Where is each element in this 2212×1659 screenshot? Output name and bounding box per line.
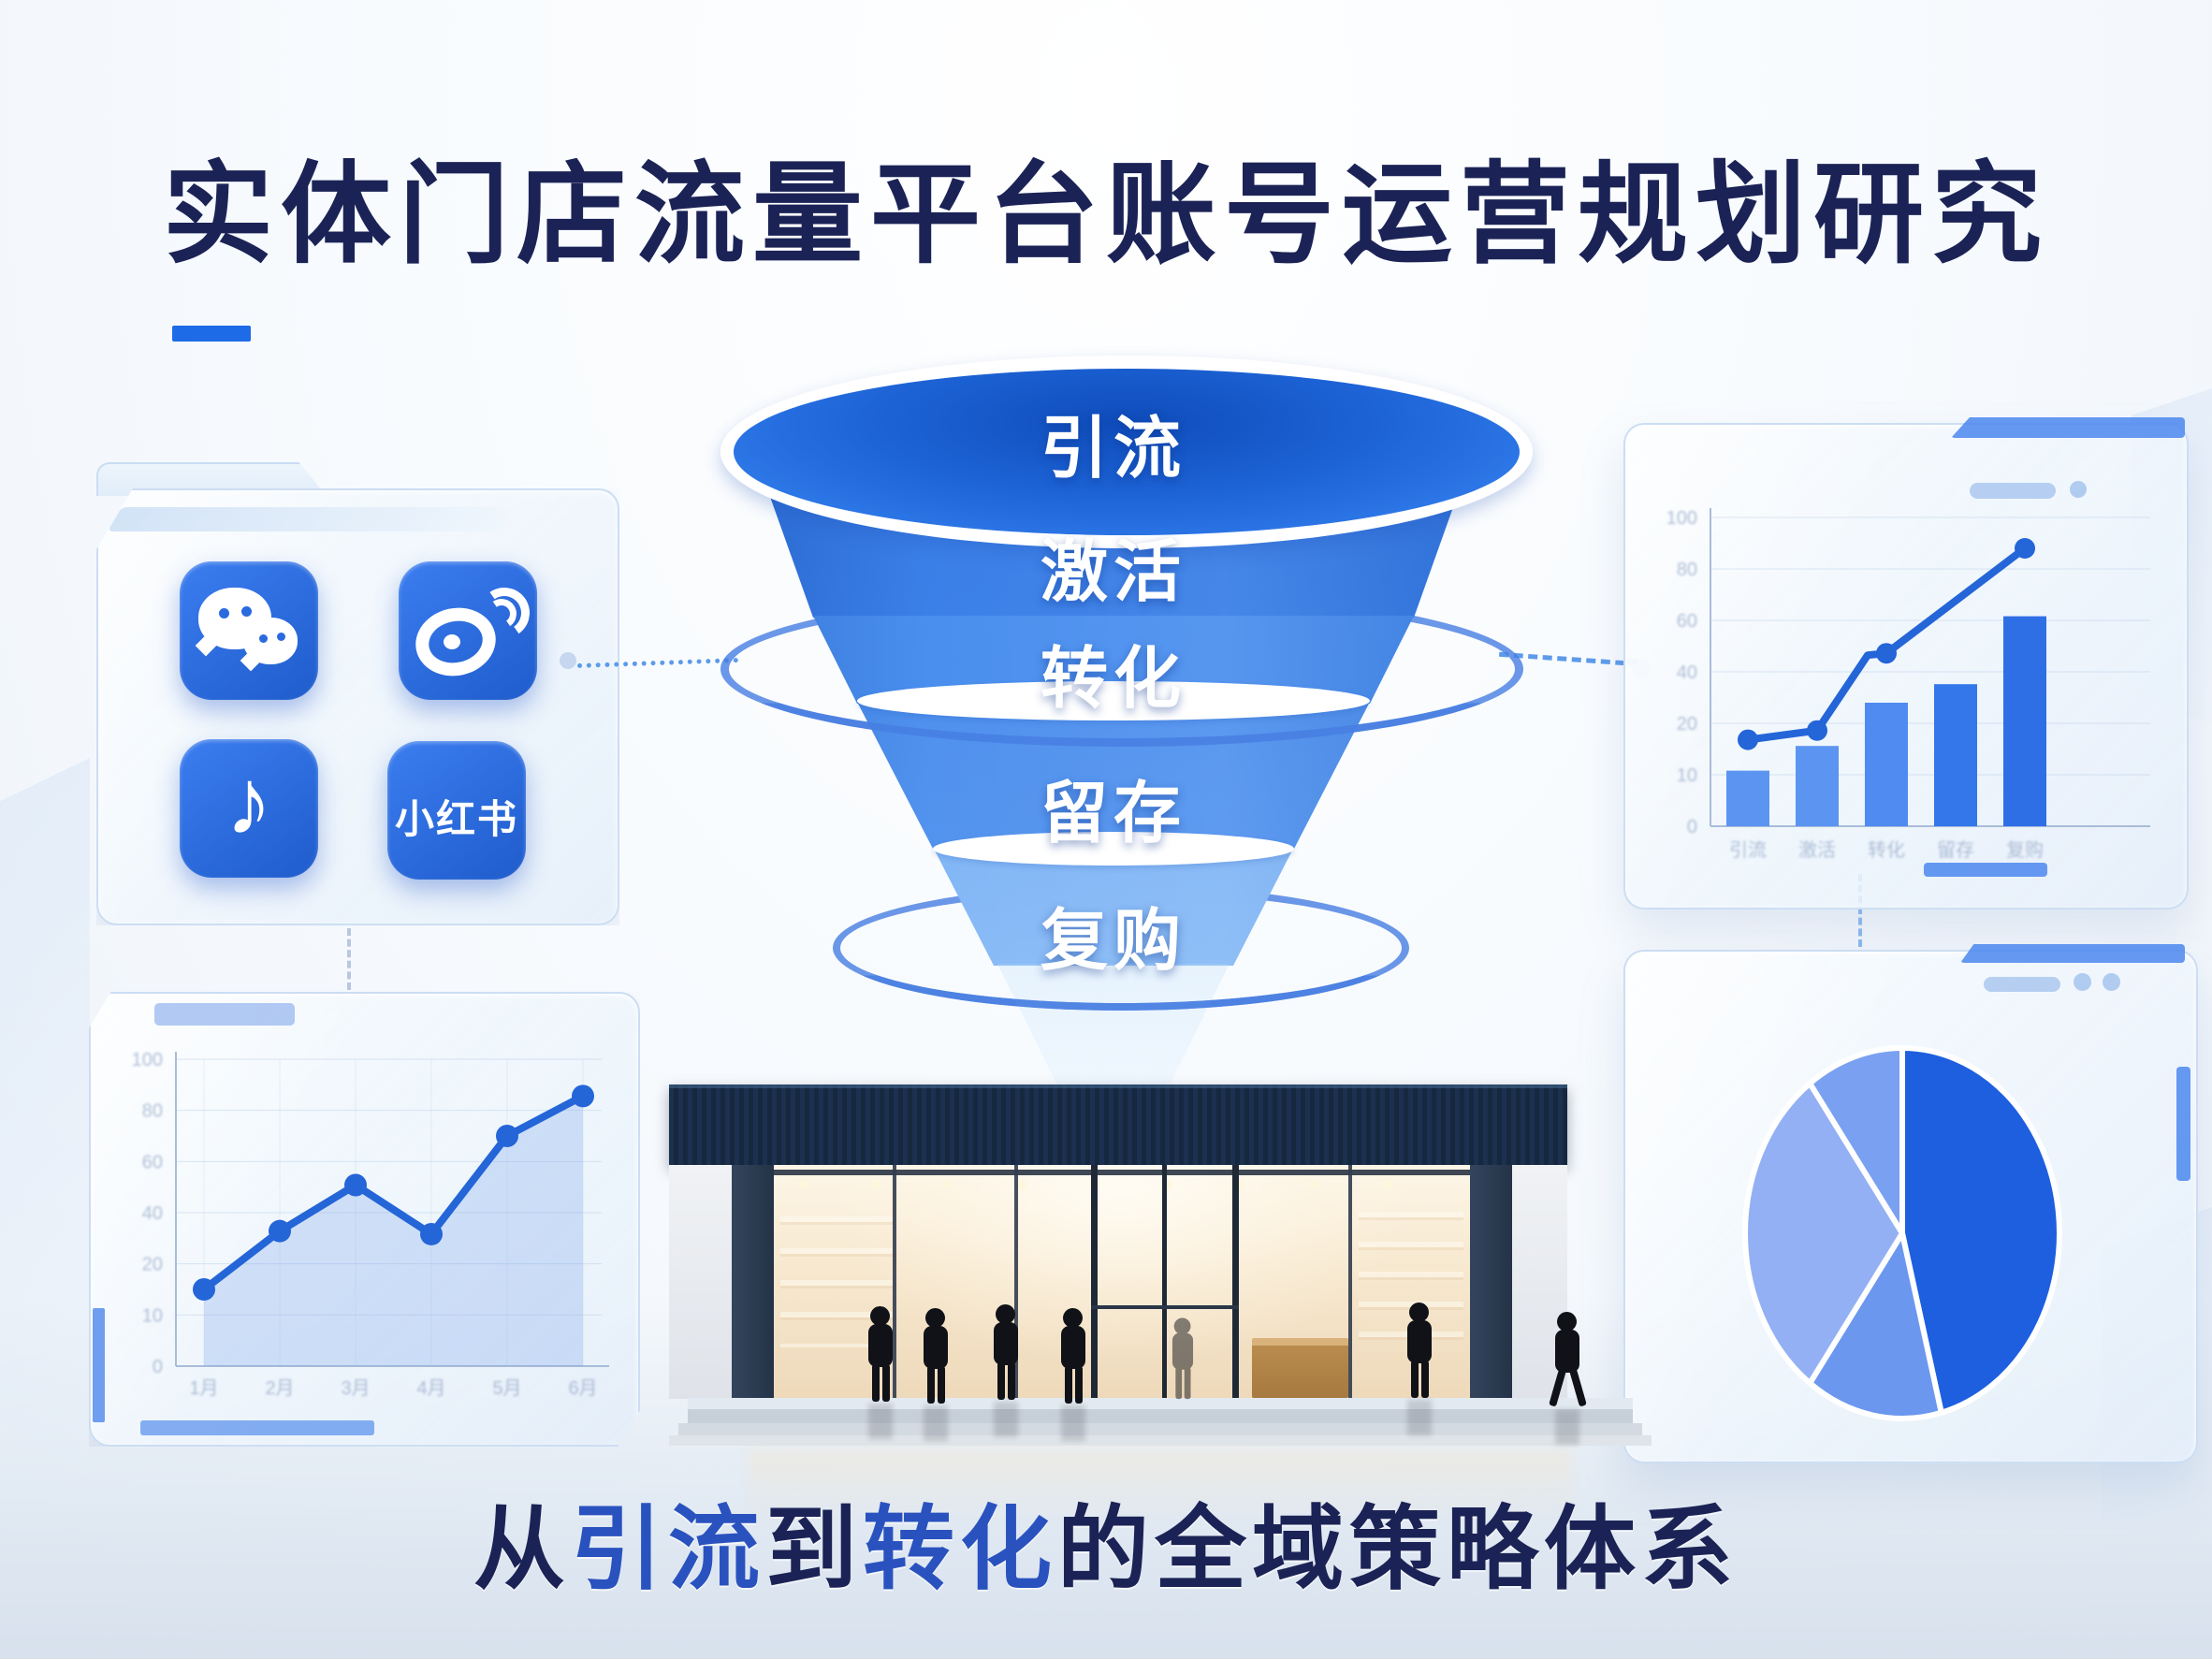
bar-line-chart-svg: 10080604020100引流激活转化留存复购	[1666, 508, 2150, 861]
store-column-left	[732, 1165, 774, 1399]
svg-text:复购: 复购	[2006, 839, 2044, 861]
svg-text:60: 60	[142, 1152, 163, 1172]
footer-seg: 从	[473, 1497, 571, 1600]
dashed-connector-left-vertical	[347, 928, 351, 990]
bar-card-accent-bottom	[1924, 863, 2047, 877]
wechat-icon	[180, 561, 318, 700]
person-silhouette	[992, 1304, 1020, 1437]
pie-card-accent-top	[1960, 944, 2185, 963]
weibo-icon	[399, 561, 537, 700]
footer-seg: 的全域策略体系	[1057, 1497, 1739, 1600]
line-card-title-pill	[154, 1003, 295, 1026]
svg-text:100: 100	[1666, 508, 1697, 529]
funnel-white-ring-2	[933, 832, 1294, 866]
dashed-connector-right-vertical	[1858, 874, 1862, 947]
xiaohongshu-label: 小红书	[394, 797, 518, 841]
store-column-right	[1470, 1165, 1512, 1399]
person-silhouette-inside	[1171, 1317, 1195, 1400]
svg-text:100: 100	[132, 1050, 163, 1070]
main-title: 实体门店流量平台账号运营规划研究	[162, 153, 2049, 277]
store-reflection	[749, 1448, 1572, 1523]
svg-text:3月: 3月	[341, 1378, 370, 1399]
title-accent-dash	[172, 326, 251, 342]
person-silhouette	[866, 1306, 895, 1439]
line-card-accent-left	[93, 1308, 105, 1422]
svg-text:1月: 1月	[189, 1378, 218, 1399]
svg-text:80: 80	[1677, 560, 1697, 580]
pie-card-window-dot-1	[2074, 973, 2091, 991]
svg-text:60: 60	[1677, 611, 1697, 632]
svg-text:0: 0	[1687, 817, 1697, 837]
pie-card-window-dot-2	[2103, 973, 2120, 991]
platform-card: ♪ 小红书	[96, 488, 619, 925]
svg-text:0: 0	[153, 1357, 163, 1377]
svg-text:20: 20	[1677, 714, 1697, 735]
platform-card-sheen	[107, 507, 515, 531]
bar-card-window-dot	[2070, 481, 2087, 498]
svg-text:6月: 6月	[568, 1378, 597, 1399]
store-door-frame-left	[1091, 1165, 1098, 1399]
svg-text:80: 80	[142, 1101, 163, 1122]
line-card-accent-bottom	[140, 1420, 374, 1435]
svg-text:激活: 激活	[1798, 839, 1836, 861]
svg-text:40: 40	[142, 1203, 163, 1224]
store-downlights	[795, 1177, 1450, 1192]
funnel-band-fugou	[934, 849, 1293, 966]
svg-text:4月: 4月	[416, 1378, 445, 1399]
svg-text:转化: 转化	[1868, 839, 1905, 861]
wechat-bubble-small	[243, 618, 298, 664]
svg-text:20: 20	[142, 1255, 163, 1275]
person-silhouette	[1059, 1308, 1087, 1441]
store-door-frame-right	[1232, 1165, 1239, 1399]
funnel-stage-jihuo: 激活	[1040, 535, 1186, 610]
store-plinth	[688, 1398, 1633, 1409]
store-wall-left	[669, 1165, 732, 1399]
svg-text:10: 10	[1677, 765, 1697, 786]
footer-title: 从引流到转化的全域策略体系	[0, 1497, 2212, 1600]
svg-text:引流: 引流	[1729, 839, 1767, 861]
funnel-stage-fugou: 复购	[1040, 904, 1186, 979]
connector-dot-left	[560, 652, 576, 669]
svg-text:5月: 5月	[492, 1378, 521, 1399]
svg-text:40: 40	[1677, 662, 1697, 683]
xiaohongshu-icon: 小红书	[387, 741, 526, 880]
store-door-frame-center	[1162, 1165, 1167, 1399]
pie-card-window-pill	[1984, 977, 2060, 992]
store-roof	[669, 1084, 1567, 1165]
pie-chart-svg	[1742, 1045, 2062, 1421]
svg-text:2月: 2月	[265, 1378, 294, 1399]
glass-shard-left	[0, 758, 90, 1478]
person-silhouette-walking	[1549, 1312, 1587, 1445]
svg-text:留存: 留存	[1937, 839, 1974, 861]
footer-seg-accent: 引流	[570, 1497, 765, 1600]
pie-card-accent-right	[2176, 1067, 2190, 1181]
funnel-stage-liucun: 留存	[1040, 777, 1186, 851]
person-silhouette	[1405, 1302, 1433, 1435]
store-counter	[1252, 1338, 1348, 1398]
footer-seg: 到	[764, 1497, 863, 1600]
person-silhouette	[922, 1308, 950, 1441]
store-step	[678, 1423, 1642, 1435]
storefront	[655, 1076, 1684, 1563]
svg-text:10: 10	[142, 1305, 163, 1326]
bar-card-accent-top	[1951, 417, 2185, 438]
douyin-icon: ♪	[180, 739, 318, 878]
line-chart-card	[89, 992, 640, 1447]
bar-card-window-pill	[1970, 483, 2056, 499]
footer-seg-accent: 转化	[863, 1497, 1058, 1600]
funnel-stage-yinliu: 引流	[1040, 412, 1186, 487]
